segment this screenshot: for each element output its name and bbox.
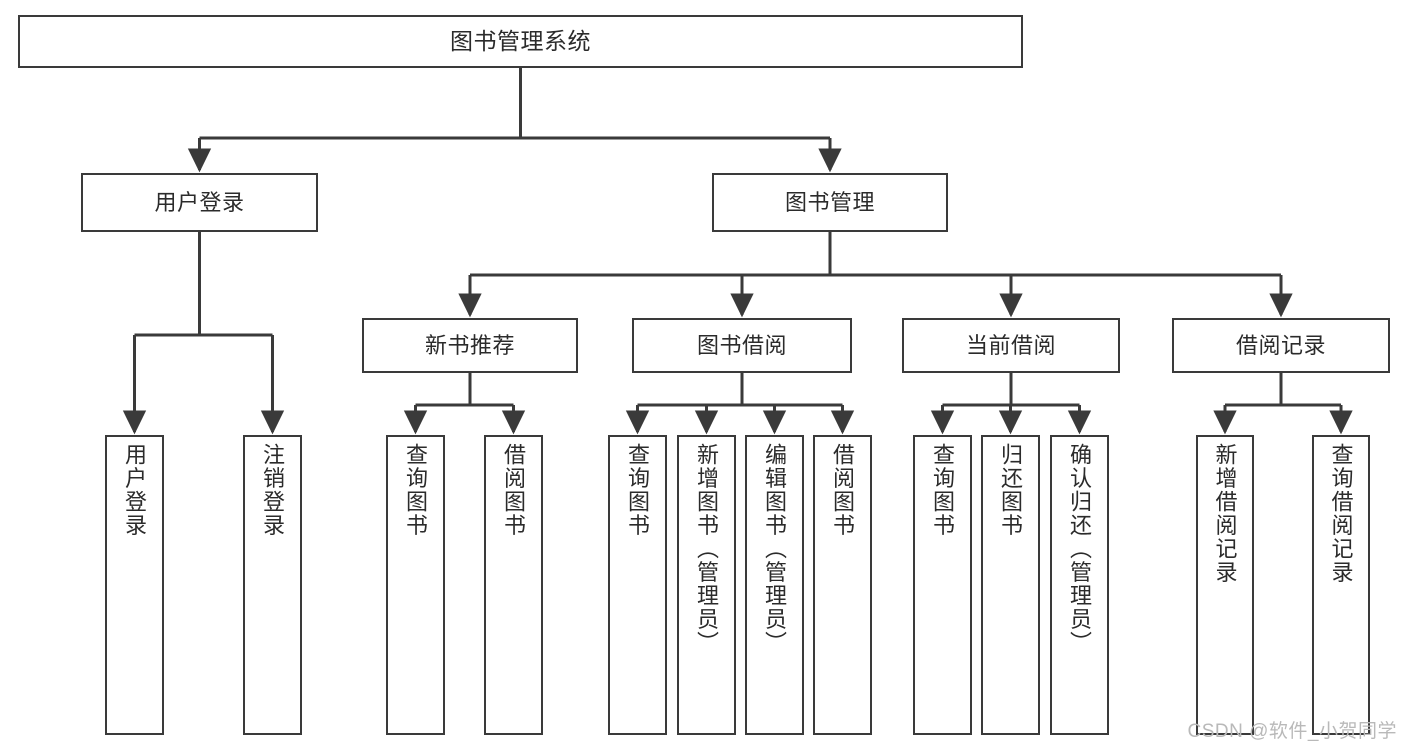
node-r2[interactable]: 查询借阅记录 [1312,435,1370,735]
node-label: 新增图书（管理员） [694,443,720,655]
node-c1[interactable]: 查询图书 [913,435,972,735]
node-r1[interactable]: 新增借阅记录 [1196,435,1254,735]
node-label: 借阅图书 [830,443,856,537]
node-n1[interactable]: 查询图书 [386,435,445,735]
node-label: 借阅图书 [501,443,527,537]
node-label: 图书管理系统 [450,27,591,54]
node-label: 用户登录 [122,443,148,537]
node-label: 借阅记录 [1235,332,1326,358]
node-label: 用户登录 [154,189,245,215]
node-l2b[interactable]: 图书借阅 [632,318,852,373]
node-label: 归还图书 [998,443,1024,537]
node-l2d[interactable]: 借阅记录 [1172,318,1390,373]
node-label: 注销登录 [260,443,286,537]
node-root[interactable]: 图书管理系统 [18,15,1023,68]
node-c3[interactable]: 确认归还（管理员） [1050,435,1109,735]
node-label: 查询借阅记录 [1328,443,1354,584]
node-label: 查询图书 [403,443,429,537]
node-label: 查询图书 [625,443,651,537]
node-u1[interactable]: 用户登录 [105,435,164,735]
node-u2[interactable]: 注销登录 [243,435,302,735]
node-label: 查询图书 [930,443,956,537]
node-label: 新增借阅记录 [1212,443,1238,584]
watermark-text: CSDN @软件_小贺同学 [1187,721,1397,742]
node-label: 图书借阅 [696,332,787,358]
node-label: 新书推荐 [424,332,515,358]
node-label: 当前借阅 [965,332,1056,358]
node-b2[interactable]: 新增图书（管理员） [677,435,736,735]
node-l1a[interactable]: 用户登录 [81,173,318,232]
node-l1b[interactable]: 图书管理 [712,173,948,232]
node-b3[interactable]: 编辑图书（管理员） [745,435,804,735]
node-c2[interactable]: 归还图书 [981,435,1040,735]
node-b4[interactable]: 借阅图书 [813,435,872,735]
node-l2a[interactable]: 新书推荐 [362,318,578,373]
node-label: 确认归还（管理员） [1067,443,1093,655]
node-label: 编辑图书（管理员） [762,443,788,655]
node-l2c[interactable]: 当前借阅 [902,318,1120,373]
node-n2[interactable]: 借阅图书 [484,435,543,735]
node-b1[interactable]: 查询图书 [608,435,667,735]
node-label: 图书管理 [784,189,875,215]
